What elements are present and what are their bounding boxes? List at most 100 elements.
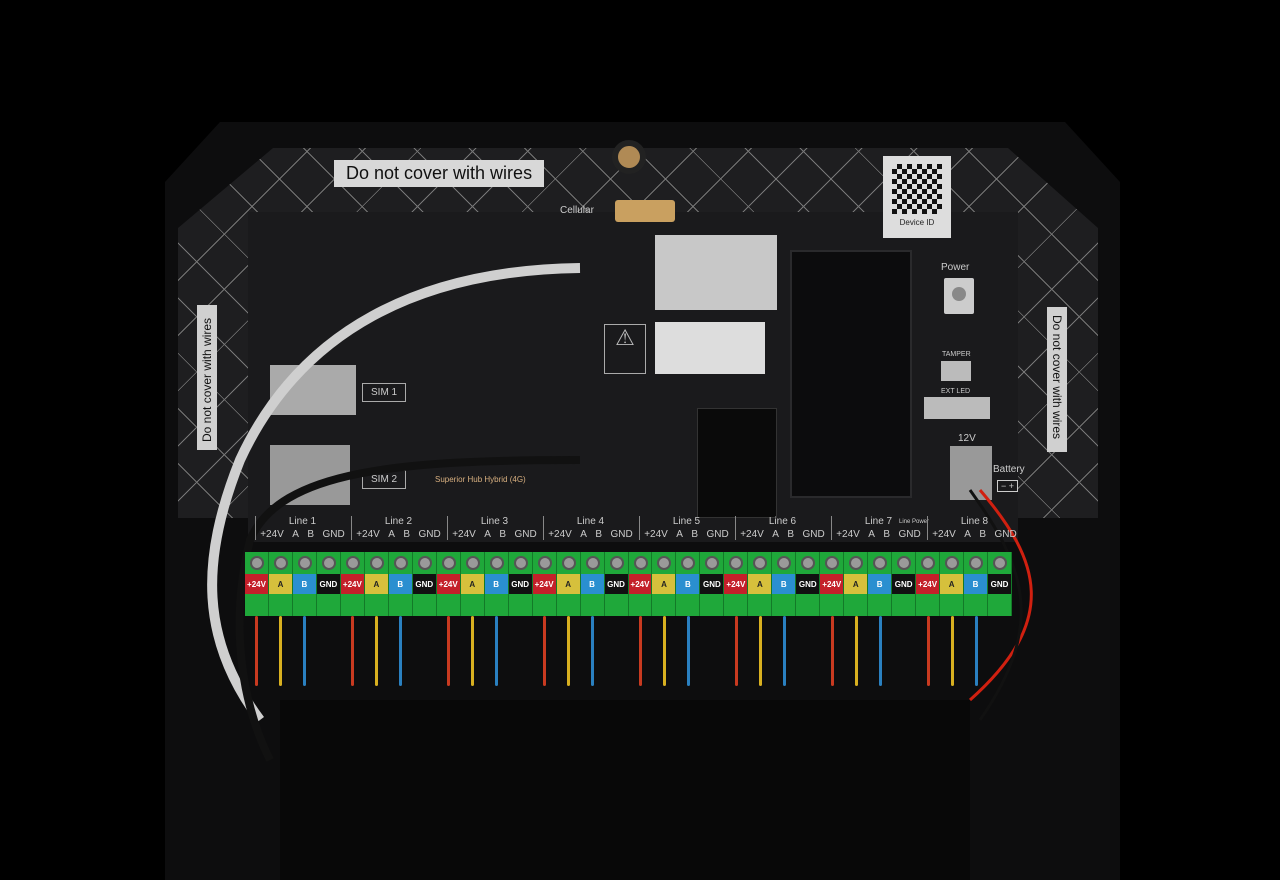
screw-icon[interactable]: [417, 556, 432, 570]
terminal-4-GND[interactable]: GND: [604, 552, 629, 616]
screw-icon[interactable]: [393, 556, 408, 570]
terminal-tag: B: [292, 574, 316, 594]
screw-icon[interactable]: [250, 556, 264, 570]
terminal-tag: B: [580, 574, 604, 594]
terminal-5-GND[interactable]: GND: [700, 552, 725, 616]
tamper-connector: [941, 361, 971, 381]
screw-icon[interactable]: [297, 556, 312, 570]
pin-label: A: [292, 529, 299, 540]
terminal-3-+24V[interactable]: +24V: [436, 552, 461, 616]
wire: [543, 616, 546, 686]
line-name: Line 6: [768, 516, 797, 527]
terminal-tag: A: [748, 574, 772, 594]
line-name: Line 2: [384, 516, 413, 527]
pin-label: +24V: [740, 529, 764, 540]
terminal-tag: +24V: [628, 574, 652, 594]
terminal-4-B[interactable]: B: [580, 552, 605, 616]
screw-icon[interactable]: [465, 556, 480, 570]
screw-icon[interactable]: [273, 556, 288, 570]
power-button[interactable]: [944, 278, 974, 314]
terminal-7-+24V[interactable]: +24V: [820, 552, 845, 616]
terminal-2-A[interactable]: A: [364, 552, 389, 616]
terminal-3-B[interactable]: B: [484, 552, 509, 616]
screw-icon[interactable]: [993, 556, 1008, 570]
screw-icon[interactable]: [825, 556, 840, 570]
terminal-1-GND[interactable]: GND: [316, 552, 341, 616]
screw-icon[interactable]: [969, 556, 984, 570]
ext-led-label: EXT LED: [941, 388, 971, 395]
antenna-connector: [615, 200, 675, 222]
terminal-8-+24V[interactable]: +24V: [916, 552, 941, 616]
screw-icon[interactable]: [321, 556, 336, 570]
screw-icon[interactable]: [849, 556, 864, 570]
terminal-5-A[interactable]: A: [652, 552, 677, 616]
terminal-4-+24V[interactable]: +24V: [532, 552, 557, 616]
screw-icon[interactable]: [657, 556, 672, 570]
terminal-4-A[interactable]: A: [556, 552, 581, 616]
screw-icon[interactable]: [753, 556, 768, 570]
terminal-tag: GND: [316, 574, 340, 594]
pin-label: B: [307, 529, 315, 540]
screw-icon[interactable]: [873, 556, 888, 570]
screw-icon[interactable]: [945, 556, 960, 570]
terminal-1-+24V[interactable]: +24V: [245, 552, 269, 616]
wire: [951, 616, 954, 686]
pin-label: A: [676, 529, 683, 540]
screw-icon[interactable]: [777, 556, 792, 570]
screw-icon[interactable]: [489, 556, 504, 570]
screw-icon[interactable]: [705, 556, 720, 570]
pin-label: GND: [514, 529, 537, 540]
terminal-2-GND[interactable]: GND: [412, 552, 437, 616]
terminal-3-A[interactable]: A: [460, 552, 485, 616]
terminal-7-GND[interactable]: GND: [892, 552, 917, 616]
terminal-6-B[interactable]: B: [772, 552, 797, 616]
terminal-tag: GND: [700, 574, 724, 594]
terminal-5-B[interactable]: B: [676, 552, 701, 616]
screw-icon[interactable]: [441, 556, 456, 570]
line-name: Line 5: [672, 516, 701, 527]
terminal-2-B[interactable]: B: [388, 552, 413, 616]
screw-icon[interactable]: [609, 556, 624, 570]
pin-label: GND: [994, 529, 1017, 540]
terminal-1-A[interactable]: A: [268, 552, 293, 616]
screw-icon[interactable]: [561, 556, 576, 570]
screw-icon[interactable]: [513, 556, 528, 570]
terminal-3-GND[interactable]: GND: [508, 552, 533, 616]
terminal-5-+24V[interactable]: +24V: [628, 552, 653, 616]
screw-icon[interactable]: [897, 556, 912, 570]
12v-label: 12V: [958, 433, 976, 444]
terminal-7-A[interactable]: A: [844, 552, 869, 616]
screw-icon[interactable]: [801, 556, 816, 570]
wire: [375, 616, 378, 686]
screw-icon[interactable]: [681, 556, 696, 570]
screw-icon[interactable]: [537, 556, 552, 570]
screw-icon[interactable]: [729, 556, 744, 570]
terminal-8-A[interactable]: A: [940, 552, 965, 616]
qr-code-icon: [892, 164, 942, 214]
wire: [855, 616, 858, 686]
terminal-8-GND[interactable]: GND: [988, 552, 1012, 616]
terminal-tag: +24V: [916, 574, 940, 594]
pin-label: B: [691, 529, 699, 540]
terminal-6-A[interactable]: A: [748, 552, 773, 616]
wire: [279, 616, 282, 686]
terminal-tag: B: [676, 574, 700, 594]
terminal-6-+24V[interactable]: +24V: [724, 552, 749, 616]
screw-icon[interactable]: [921, 556, 936, 570]
terminal-7-B[interactable]: B: [868, 552, 893, 616]
wire: [831, 616, 834, 686]
ethernet-port[interactable]: [655, 235, 777, 310]
terminal-2-+24V[interactable]: +24V: [340, 552, 365, 616]
screw-icon[interactable]: [345, 556, 360, 570]
terminal-1-B[interactable]: B: [292, 552, 317, 616]
wire: [399, 616, 402, 686]
terminal-8-B[interactable]: B: [964, 552, 989, 616]
terminal-6-GND[interactable]: GND: [796, 552, 821, 616]
screw-icon[interactable]: [585, 556, 600, 570]
power-label: Power: [941, 262, 970, 273]
screw-icon[interactable]: [369, 556, 384, 570]
terminal-tag: +24V: [724, 574, 748, 594]
screw-icon[interactable]: [633, 556, 648, 570]
cable-channel: [280, 700, 970, 880]
